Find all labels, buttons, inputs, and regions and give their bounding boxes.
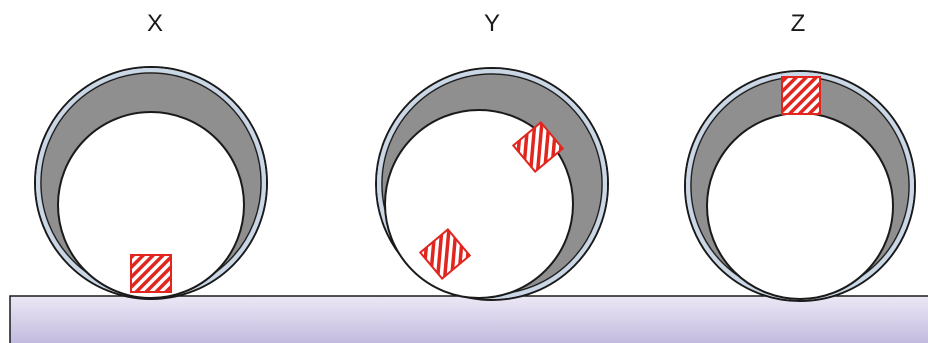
block-y-upper [511, 120, 565, 174]
block-y-lower [418, 227, 472, 281]
block-x-bottom [130, 254, 172, 293]
floor-surface [9, 295, 928, 343]
block-z-top [781, 76, 821, 115]
ring-y [375, 67, 609, 301]
label-y: Y [483, 10, 500, 37]
ring-z [684, 70, 916, 302]
label-x: X [146, 10, 163, 37]
ring-z-hollow [706, 112, 894, 300]
ring-x [34, 66, 268, 300]
label-z: Z [790, 10, 806, 37]
ring-x-hollow [57, 111, 245, 299]
